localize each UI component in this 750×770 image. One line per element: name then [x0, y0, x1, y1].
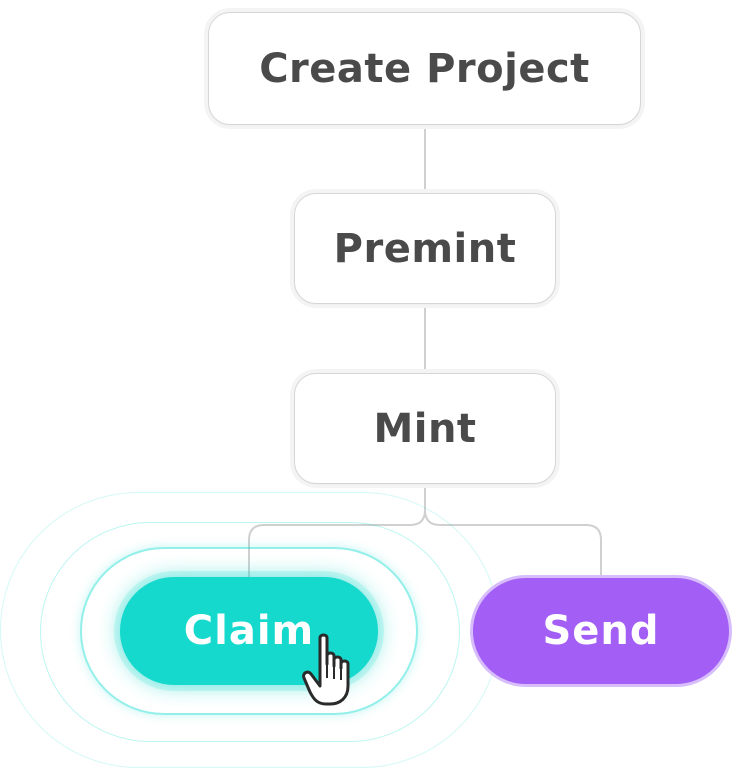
send-label: Send	[542, 608, 660, 654]
mint-step[interactable]: Mint	[294, 373, 556, 484]
create-project-label: Create Project	[259, 45, 590, 92]
create-project-step[interactable]: Create Project	[208, 12, 641, 125]
mint-label: Mint	[373, 405, 477, 452]
claim-button[interactable]: Claim	[120, 577, 378, 685]
connector-mint-send	[424, 484, 602, 575]
premint-label: Premint	[333, 225, 517, 272]
send-button[interactable]: Send	[470, 575, 732, 687]
connector-mint-claim	[248, 484, 426, 577]
premint-step[interactable]: Premint	[294, 193, 556, 304]
claim-label: Claim	[183, 608, 315, 654]
